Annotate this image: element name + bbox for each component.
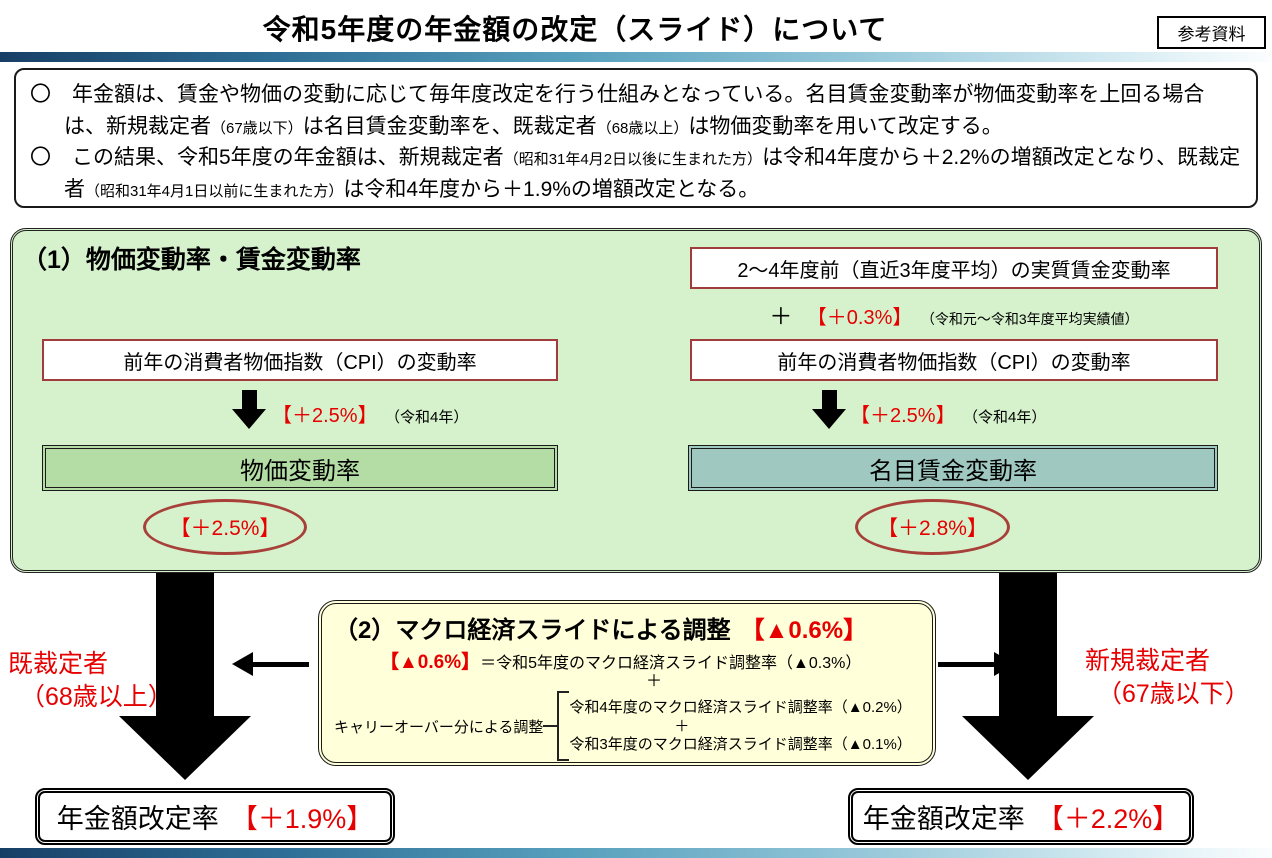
carryover-plus: ＋	[674, 717, 690, 735]
arrow-head	[812, 409, 846, 429]
arrow-shaft	[821, 390, 837, 409]
intro-bullet-2: 〇 この結果、令和5年度の年金額は、新規裁定者（昭和31年4月2日以後に生まれた…	[30, 142, 1242, 205]
result-left-label: 年金額改定率	[56, 804, 219, 834]
result-right-rate: 【＋2.2%】	[1036, 804, 1180, 834]
carryover-row: キャリーオーバー分による調整 令和4年度のマクロ経済スライド調整率（▲0.2%）…	[334, 691, 920, 761]
cpi-rate-label-right: 【＋2.5%】 （令和4年）	[850, 399, 1046, 428]
pension-revision-result-left: 年金額改定率 【＋1.9%】	[35, 788, 395, 845]
arrow-head	[232, 652, 253, 676]
intro-b1-note1: （67歳以下）	[211, 119, 303, 137]
page-title: 令和5年度の年金額の改定（スライド）について	[262, 14, 888, 45]
big-down-arrow-icon-right	[962, 573, 1094, 780]
arrow-shaft	[253, 661, 309, 667]
left-arrow-icon	[232, 652, 309, 676]
existing-pensioner-line2: （68歳以上）	[20, 682, 173, 711]
real-wage-note: （令和元～令和3年度平均実績値）	[920, 311, 1139, 327]
intro-b2-note1: （昭和31年4月2日以後に生まれた方）	[503, 151, 763, 168]
arrow-shaft	[999, 573, 1057, 716]
intro-b2-note2: （昭和31年4月1日以前に生まれた方）	[85, 182, 344, 200]
arrow-head	[232, 409, 266, 429]
down-arrow-icon-left	[232, 390, 266, 429]
cpi-right-year: （令和4年）	[963, 409, 1047, 426]
section2-title: （2）マクロ経済スライドによる調整【▲0.6%】	[334, 610, 920, 645]
intro-summary-box: 〇 年金額は、賃金や物価の変動に応じて毎年度改定を行う仕組みとなっている。名目賃…	[14, 68, 1258, 208]
carryover-line-1: 令和4年度のマクロ経済スライド調整率（▲0.2%）	[569, 698, 912, 716]
equation-plus: ＋	[646, 673, 663, 690]
section2-equation: 【▲0.6%】＝令和5年度のマクロ経済スライド調整率（▲0.3%）	[334, 647, 920, 674]
arrow-shaft	[156, 573, 214, 716]
plus-sign: ＋	[769, 303, 793, 329]
arrow-shaft	[938, 661, 994, 667]
bracket-icon	[557, 691, 570, 761]
new-pensioner-label: 新規裁定者 （67歳以下）	[1085, 645, 1250, 710]
cpi-right-rate: 【＋2.5%】	[850, 405, 956, 427]
equation-text: ＝令和5年度のマクロ経済スライド調整率（▲0.3%）	[480, 655, 862, 672]
wage-result-ellipse: 【＋2.8%】	[855, 499, 1010, 555]
section1-title: （1）物価変動率・賃金変動率	[22, 246, 361, 274]
carryover-label: キャリーオーバー分による調整	[334, 718, 544, 736]
intro-b2-text2: は令和4年度から＋2.2%の増額改定となり、既裁定者	[64, 146, 1241, 201]
cpi-rate-label-left: 【＋2.5%】 （令和4年）	[272, 399, 468, 428]
section2-panel: （2）マクロ経済スライドによる調整【▲0.6%】 【▲0.6%】＝令和5年度のマ…	[318, 600, 936, 766]
intro-b2-text: 〇 この結果、令和5年度の年金額は、新規裁定者	[30, 146, 504, 169]
big-down-arrow-icon-left	[119, 573, 251, 780]
result-right-label: 年金額改定率	[862, 804, 1025, 834]
arrow-head	[962, 716, 1094, 780]
real-wage-change-box: 2～4年度前（直近3年度平均）の実質賃金変動率	[690, 247, 1218, 289]
section2-title-rate: 【▲0.6%】	[740, 617, 868, 644]
cpi-change-box-left: 前年の消費者物価指数（CPI）の変動率	[42, 339, 558, 381]
arrow-shaft	[241, 390, 257, 409]
equation-rate: 【▲0.6%】	[380, 652, 481, 673]
intro-b1-text2: は名目賃金変動率を、既裁定者	[302, 114, 597, 138]
intro-b1-text: 〇 年金額は、賃金や物価の変動に応じて毎年度改定を行う仕組みとなっている。名目賃…	[30, 83, 1205, 138]
new-pensioner-line2: （67歳以下）	[1097, 679, 1250, 708]
cpi-left-year: （令和4年）	[385, 409, 469, 426]
down-arrow-icon-right	[812, 390, 846, 429]
price-result-ellipse: 【＋2.5%】	[143, 499, 307, 555]
arrow-head	[119, 716, 251, 780]
existing-pensioner-label: 既裁定者 （68歳以上）	[8, 648, 173, 713]
bottom-accent-bar	[0, 848, 1272, 858]
intro-b1-text3: は物価変動率を用いて改定する。	[688, 114, 1003, 138]
reference-material-badge: 参考資料	[1157, 16, 1266, 49]
intro-b2-text3: は令和4年度から＋1.9%の増額改定となる。	[343, 177, 760, 201]
price-change-rate-box: 物価変動率	[42, 445, 558, 491]
cpi-change-box-right: 前年の消費者物価指数（CPI）の変動率	[690, 339, 1218, 381]
existing-pensioner-line1: 既裁定者	[8, 650, 109, 678]
new-pensioner-line1: 新規裁定者	[1085, 647, 1211, 675]
pension-revision-result-right: 年金額改定率 【＋2.2%】	[848, 788, 1194, 845]
section2-title-text: （2）マクロ経済スライドによる調整	[334, 617, 731, 644]
intro-b1-note2: （68歳以上）	[596, 119, 689, 137]
title-underline-bar	[0, 52, 1272, 62]
result-left-rate: 【＋1.9%】	[230, 804, 374, 834]
carryover-line-2: 令和3年度のマクロ経済スライド調整率（▲0.1%）	[569, 735, 912, 753]
bracket-connector-line	[543, 725, 558, 727]
right-arrow-icon	[938, 652, 1015, 676]
intro-bullet-1: 〇 年金額は、賃金や物価の変動に応じて毎年度改定を行う仕組みとなっている。名目賃…	[30, 79, 1242, 142]
real-wage-plus-line: ＋ 【＋0.3%】 （令和元～令和3年度平均実績値）	[690, 297, 1218, 331]
real-wage-rate: 【＋0.3%】	[806, 307, 913, 329]
arrow-head	[994, 652, 1015, 676]
carryover-items: 令和4年度のマクロ経済スライド調整率（▲0.2%） ＋ 令和3年度のマクロ経済ス…	[569, 697, 911, 756]
cpi-left-rate: 【＋2.5%】	[272, 405, 378, 427]
nominal-wage-change-rate-box: 名目賃金変動率	[688, 445, 1218, 491]
